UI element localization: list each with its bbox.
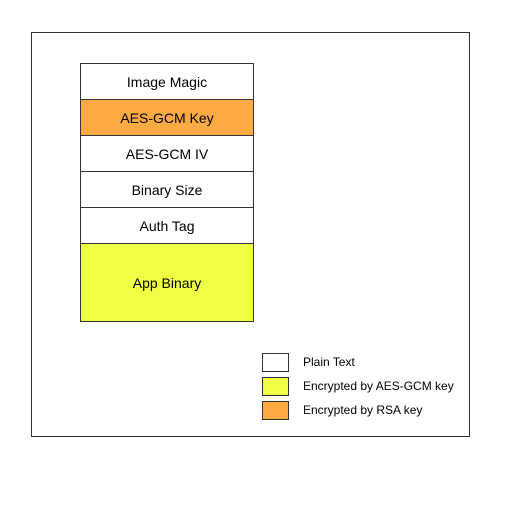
field-label: AES-GCM IV bbox=[125, 145, 209, 162]
image-format-stack: Image Magic AES-GCM Key AES-GCM IV Binar… bbox=[80, 63, 254, 322]
legend-swatch bbox=[262, 376, 289, 396]
legend-swatch bbox=[262, 400, 289, 420]
field-aes-gcm-iv: AES-GCM IV bbox=[81, 136, 253, 172]
legend-label: Encrypted by RSA key bbox=[303, 403, 423, 417]
field-label: AES-GCM Key bbox=[120, 109, 214, 126]
field-app-binary: App Binary bbox=[81, 244, 253, 321]
diagram-frame bbox=[31, 32, 470, 437]
legend-item-rsa: Encrypted by RSA key bbox=[262, 400, 454, 420]
field-label: Image Magic bbox=[126, 73, 208, 90]
legend: Plain Text Encrypted by AES-GCM key Encr… bbox=[262, 352, 454, 424]
field-label: Binary Size bbox=[131, 181, 203, 198]
field-image-magic: Image Magic bbox=[81, 64, 253, 100]
legend-label: Plain Text bbox=[303, 355, 355, 369]
legend-swatch bbox=[262, 352, 289, 372]
legend-label: Encrypted by AES-GCM key bbox=[303, 379, 454, 393]
field-aes-gcm-key: AES-GCM Key bbox=[81, 100, 253, 136]
field-label: App Binary bbox=[132, 274, 202, 291]
field-binary-size: Binary Size bbox=[81, 172, 253, 208]
legend-item-plain-text: Plain Text bbox=[262, 352, 454, 372]
legend-item-aes-gcm: Encrypted by AES-GCM key bbox=[262, 376, 454, 396]
field-auth-tag: Auth Tag bbox=[81, 208, 253, 244]
field-label: Auth Tag bbox=[139, 217, 195, 234]
